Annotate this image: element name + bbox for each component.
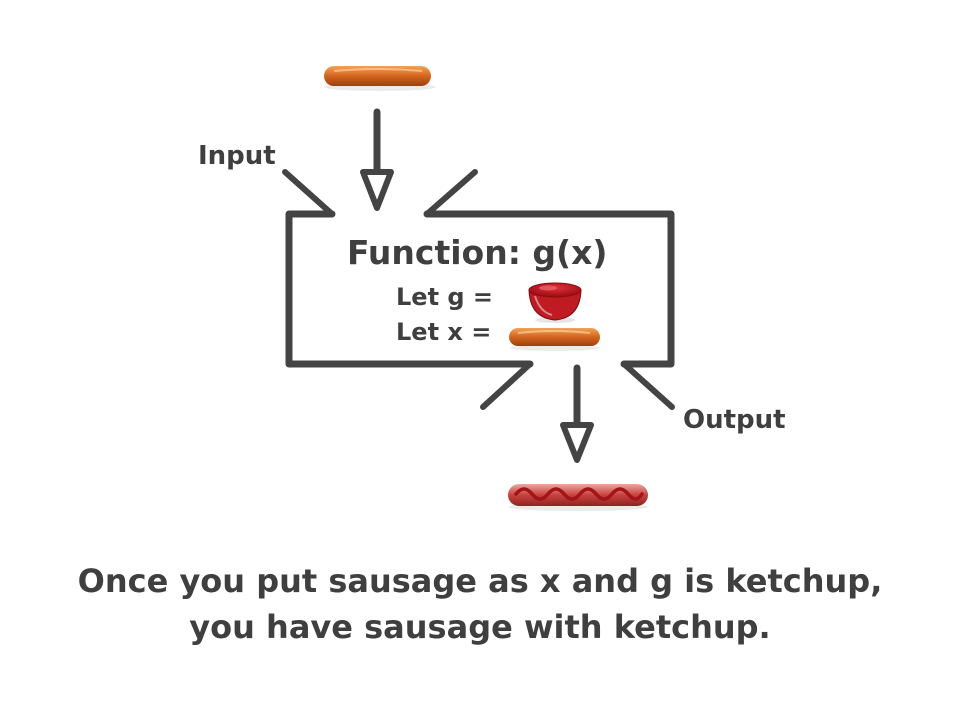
caption-line-2: you have sausage with ketchup. <box>189 608 771 646</box>
ketchup-bowl-icon <box>528 282 582 323</box>
sausage-icon <box>509 328 600 351</box>
caption: Once you put sausage as x and g is ketch… <box>0 558 960 650</box>
function-box <box>285 210 675 368</box>
function-title: Function: g(x) <box>347 233 608 272</box>
let-g-label: Let g = <box>396 283 494 311</box>
input-label: Input <box>198 141 276 171</box>
caption-line-1: Once you put sausage as x and g is ketch… <box>77 562 883 600</box>
input-arrow <box>360 108 394 211</box>
let-x-label: Let x = <box>396 318 492 346</box>
sausage-with-ketchup-icon <box>508 484 648 511</box>
output-arrow <box>560 364 594 463</box>
sausage-icon <box>324 66 436 91</box>
output-label: Output <box>683 405 786 435</box>
output-lines <box>480 361 675 410</box>
input-lines <box>282 169 478 217</box>
